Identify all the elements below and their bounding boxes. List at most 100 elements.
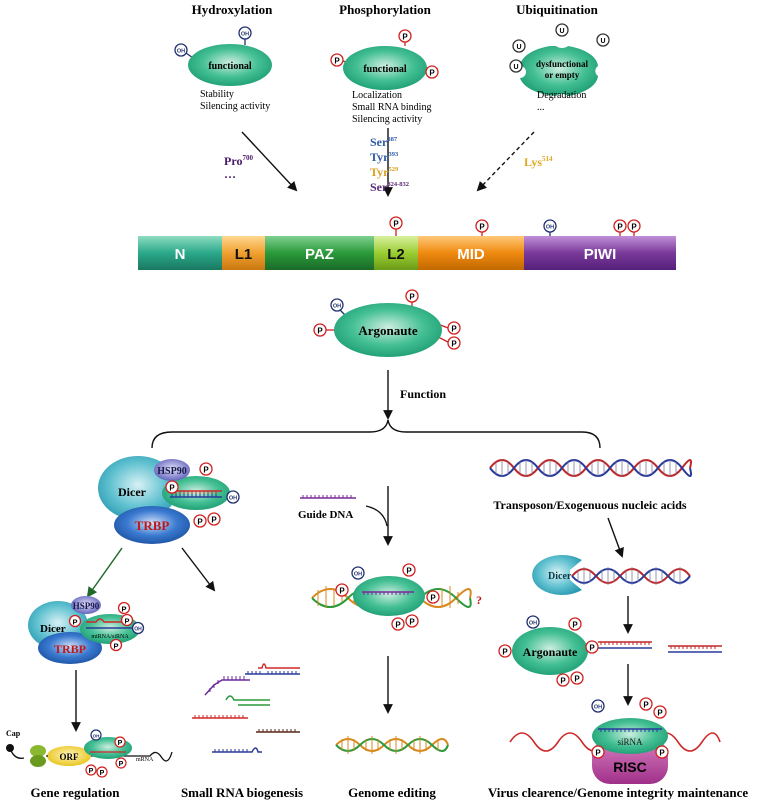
oh-mark: OH bbox=[330, 298, 344, 312]
transposon-dna bbox=[489, 459, 692, 477]
argonaute-label: Argonaute bbox=[358, 323, 417, 338]
ago-dna-complex: OH P P P P P ? bbox=[311, 563, 482, 631]
domain-label: PAZ bbox=[305, 246, 334, 263]
p-mark: P bbox=[585, 640, 599, 654]
question-mark: ? bbox=[476, 593, 482, 607]
trbp-label: TRBP bbox=[54, 642, 86, 656]
oh-mark: OH bbox=[174, 43, 188, 57]
domain-label: MID bbox=[457, 246, 485, 263]
p-mark: P bbox=[85, 764, 97, 776]
guide-dna bbox=[300, 495, 356, 499]
p-mark: P bbox=[207, 512, 221, 526]
svg-text:P: P bbox=[402, 33, 408, 42]
cap-label: Cap bbox=[6, 729, 21, 738]
svg-text:P: P bbox=[430, 594, 436, 603]
p-mark: P bbox=[313, 323, 327, 337]
hsp90-shape bbox=[154, 459, 190, 481]
p-mark: P bbox=[405, 289, 419, 303]
dicer-complex: HSP90 Dicer TRBP P P OH P P bbox=[98, 456, 240, 544]
p-mark: P bbox=[639, 697, 653, 711]
hydroxylation-title: Hydroxylation bbox=[192, 2, 273, 17]
p-mark: P bbox=[115, 757, 127, 769]
mrna-label: mRNA bbox=[136, 757, 154, 763]
p-mark: P bbox=[627, 219, 641, 233]
svg-text:P: P bbox=[657, 709, 663, 718]
svg-text:P: P bbox=[89, 768, 94, 775]
svg-text:P: P bbox=[451, 340, 457, 349]
svg-text:P: P bbox=[502, 648, 508, 657]
effect-degradation: Degradation bbox=[537, 90, 586, 101]
edited-dna bbox=[335, 736, 449, 754]
guide-dna-label: Guide DNA bbox=[298, 509, 353, 521]
effect-localization: Localization bbox=[352, 90, 402, 101]
svg-text:P: P bbox=[560, 677, 566, 686]
effect-silencing: Silencing activity bbox=[200, 101, 270, 112]
svg-text:OH: OH bbox=[134, 627, 142, 633]
p-mark: P bbox=[96, 766, 108, 778]
dicer-label: Dicer bbox=[40, 623, 66, 635]
svg-text:P: P bbox=[393, 220, 399, 229]
arrow-to-dicer bbox=[607, 517, 624, 558]
genome-editing-label: Genome editing bbox=[348, 785, 436, 800]
domain-l1: L1 bbox=[222, 236, 265, 270]
p-mark: P bbox=[591, 745, 605, 759]
protein-functional-phosphorylation: functional P P P bbox=[330, 29, 439, 90]
svg-text:OH: OH bbox=[594, 705, 602, 711]
domain-label: PIWI bbox=[584, 246, 617, 263]
svg-text:OH: OH bbox=[354, 572, 362, 578]
p-mark: P bbox=[402, 563, 416, 577]
p-mark: P bbox=[655, 745, 669, 759]
p-mark: P bbox=[425, 65, 439, 79]
p-mark: P bbox=[447, 336, 461, 350]
svg-text:OH: OH bbox=[241, 32, 249, 38]
svg-text:P: P bbox=[72, 618, 77, 627]
svg-text:U: U bbox=[600, 38, 605, 45]
domain-piwi: PIWI bbox=[524, 236, 676, 270]
svg-text:P: P bbox=[395, 621, 401, 630]
arrow-to-gene-regulation bbox=[86, 547, 123, 598]
domain-label: N bbox=[175, 246, 186, 263]
p-mark: P bbox=[498, 644, 512, 658]
svg-text:P: P bbox=[574, 675, 580, 684]
svg-text:OH: OH bbox=[229, 496, 237, 502]
argonaute-right: Argonaute OH P P P P P bbox=[498, 615, 599, 687]
site-pro: Pro700 bbox=[224, 154, 253, 168]
p-mark: P bbox=[335, 583, 349, 597]
oh-mark: OH bbox=[131, 621, 145, 635]
svg-text:U: U bbox=[559, 28, 564, 35]
protein-functional-hydroxylation: functional OH OH bbox=[174, 26, 272, 86]
svg-text:OH: OH bbox=[333, 304, 341, 310]
p-mark: P bbox=[405, 614, 419, 628]
arrow-to-small-rna bbox=[181, 547, 216, 592]
p-mark: P bbox=[193, 514, 207, 528]
p-mark: P bbox=[68, 614, 82, 628]
p-mark: P bbox=[570, 671, 584, 685]
function-label: Function bbox=[400, 387, 446, 401]
dicer-complex-mirna: HSP90 Dicer TRBP miRNA/siRNA P P P OH P bbox=[28, 596, 145, 664]
oh-mark: OH bbox=[351, 566, 365, 580]
svg-text:P: P bbox=[100, 770, 105, 777]
argonaute-label: Argonaute bbox=[523, 645, 578, 659]
hsp90-label: HSP90 bbox=[73, 601, 100, 611]
protein-label: functional bbox=[363, 64, 407, 75]
oh-mark: OH bbox=[90, 729, 102, 741]
gene-regulation-label: Gene regulation bbox=[31, 785, 121, 800]
svg-text:P: P bbox=[339, 587, 345, 596]
protein-label-line1: dysfunctional bbox=[536, 59, 589, 69]
argonaute-domain-bar: N L1 PAZ L2 MID PIWI bbox=[138, 236, 676, 270]
protein-label-line2: or empty bbox=[545, 70, 580, 80]
virus-clearance-label: Virus clearence/Genome integrity mainten… bbox=[488, 785, 749, 800]
svg-text:P: P bbox=[409, 293, 415, 302]
hydroxylation-panel: Hydroxylation functional OH OH Stability… bbox=[174, 2, 298, 192]
domain-label: L2 bbox=[387, 246, 405, 263]
phosphorylation-site: Tyr529 bbox=[370, 165, 399, 179]
mrna-regulation: Cap ORF mRNA OH P P P P bbox=[6, 729, 173, 778]
svg-text:OH: OH bbox=[93, 734, 100, 739]
effect-silencing: Silencing activity bbox=[352, 114, 422, 125]
u-mark: U bbox=[509, 59, 523, 73]
site-more: … bbox=[224, 167, 236, 181]
arrow-hydroxylation bbox=[241, 131, 298, 192]
domain-l2: L2 bbox=[374, 236, 418, 270]
function-brace bbox=[151, 419, 601, 449]
